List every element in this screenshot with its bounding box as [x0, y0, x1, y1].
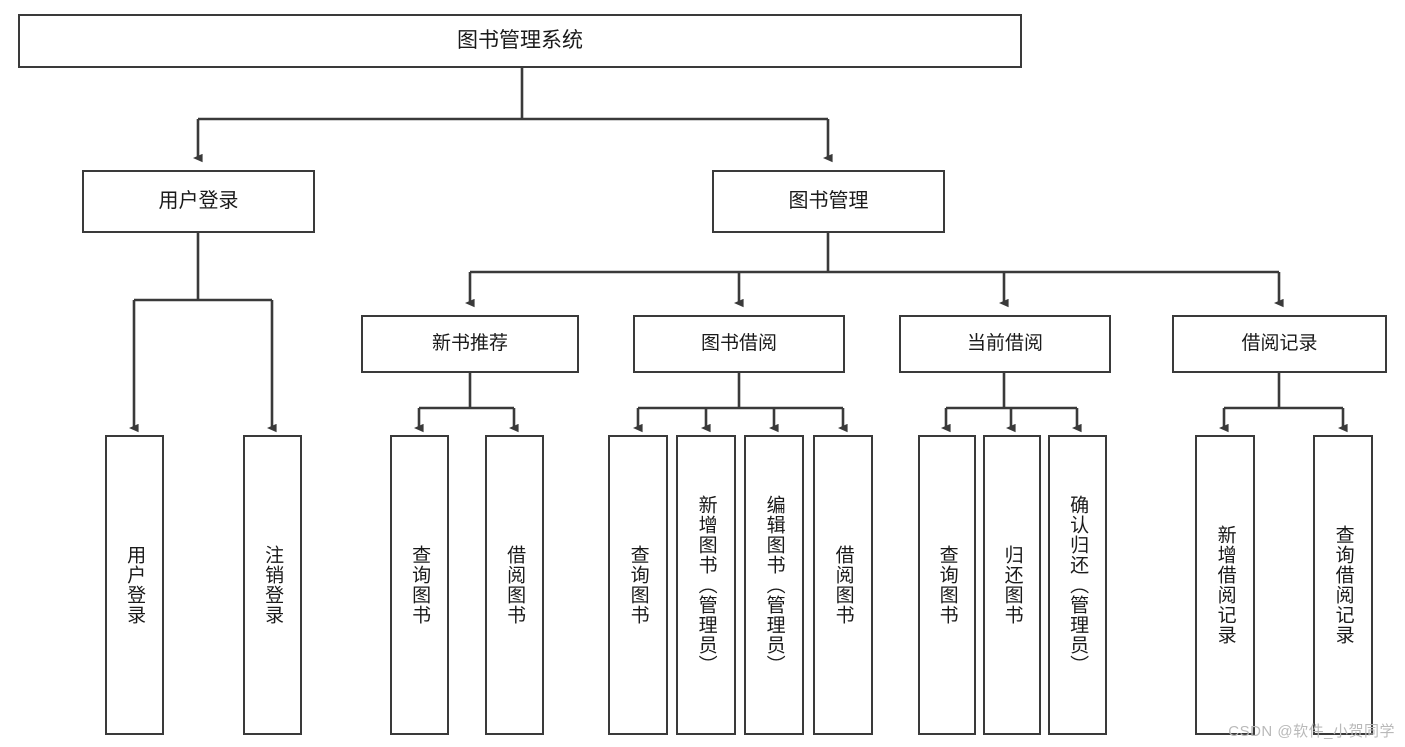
leaf-current-borrow-confirm[interactable]: 确认归还（管理员）: [1048, 435, 1107, 735]
node-book-borrow-label: 图书借阅: [700, 333, 777, 355]
node-book-management-label: 图书管理: [788, 190, 869, 213]
node-borrow-record[interactable]: 借阅记录: [1172, 315, 1387, 373]
node-new-book-recommend[interactable]: 新书推荐: [361, 315, 579, 373]
leaf-user-login-login[interactable]: 用户登录: [105, 435, 164, 735]
node-current-borrow-label: 当前借阅: [966, 333, 1043, 355]
leaf-label: 注销登录: [262, 545, 284, 625]
leaf-label: 用户登录: [124, 545, 146, 625]
leaf-borrow-record-add[interactable]: 新增借阅记录: [1195, 435, 1255, 735]
node-user-login-label: 用户登录: [158, 190, 239, 213]
leaf-label: 新增图书（管理员）: [695, 495, 717, 675]
leaf-current-borrow-query[interactable]: 查询图书: [918, 435, 976, 735]
node-borrow-record-label: 借阅记录: [1241, 333, 1318, 355]
leaf-label: 查询借阅记录: [1332, 525, 1354, 645]
leaf-label: 借阅图书: [832, 545, 854, 625]
node-root-label: 图书管理系统: [457, 29, 583, 53]
node-book-borrow[interactable]: 图书借阅: [633, 315, 845, 373]
leaf-label: 编辑图书（管理员）: [763, 495, 785, 675]
node-new-book-recommend-label: 新书推荐: [431, 333, 508, 355]
leaf-book-borrow-query[interactable]: 查询图书: [608, 435, 668, 735]
node-root[interactable]: 图书管理系统: [18, 14, 1022, 68]
node-current-borrow[interactable]: 当前借阅: [899, 315, 1111, 373]
leaf-user-login-logout[interactable]: 注销登录: [243, 435, 302, 735]
leaf-new-book-borrow[interactable]: 借阅图书: [485, 435, 544, 735]
leaf-book-borrow-add[interactable]: 新增图书（管理员）: [676, 435, 736, 735]
leaf-label: 归还图书: [1001, 545, 1023, 625]
leaf-label: 查询图书: [627, 545, 649, 625]
node-user-login[interactable]: 用户登录: [82, 170, 315, 233]
leaf-book-borrow-lend[interactable]: 借阅图书: [813, 435, 873, 735]
leaf-label: 借阅图书: [504, 545, 526, 625]
watermark: CSDN @软件_小贺同学: [1228, 723, 1395, 740]
leaf-book-borrow-edit[interactable]: 编辑图书（管理员）: [744, 435, 804, 735]
leaf-label: 查询图书: [936, 545, 958, 625]
leaf-current-borrow-return[interactable]: 归还图书: [983, 435, 1041, 735]
leaf-borrow-record-query[interactable]: 查询借阅记录: [1313, 435, 1373, 735]
node-book-management[interactable]: 图书管理: [712, 170, 945, 233]
leaf-label: 确认归还（管理员）: [1067, 495, 1089, 675]
leaf-label: 查询图书: [409, 545, 431, 625]
leaf-label: 新增借阅记录: [1214, 525, 1236, 645]
leaf-new-book-query[interactable]: 查询图书: [390, 435, 449, 735]
